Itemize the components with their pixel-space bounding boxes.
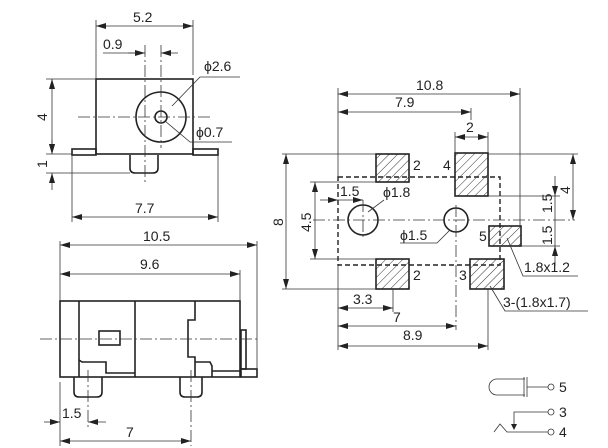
side-terminal — [240, 368, 258, 378]
dim-pin-height: 1 — [34, 160, 50, 168]
dim-pad5-size: 1.8x1.2 — [524, 259, 570, 275]
dim-pad4-height: 4 — [557, 186, 573, 194]
dim-front-overall-width: 7.7 — [135, 200, 155, 216]
dim-pin1-offset: 1.5 — [62, 405, 82, 421]
dim-front-height: 4 — [34, 113, 50, 121]
dim-overall-length: 10.5 — [143, 228, 170, 244]
dim-pad3-offset: 8.9 — [403, 327, 423, 343]
plug-icon — [488, 378, 525, 396]
dim-hole2-offset: 7 — [393, 309, 401, 325]
dim-pad4-width: 2 — [466, 119, 474, 135]
front-view: 5.2 0.9 ϕ2.6 ϕ0.7 4 1 7.7 — [34, 9, 240, 222]
dim-body-height: 4.5 — [298, 212, 314, 232]
side-view: 10.5 9.6 1.5 7 — [40, 228, 258, 446]
pad-4 — [454, 152, 489, 197]
dim-footprint-height: 8 — [270, 218, 286, 226]
dim-footprint-width: 10.8 — [416, 77, 443, 93]
dim-body-length: 9.6 — [140, 256, 160, 272]
right-flange — [192, 148, 219, 156]
body-outline — [337, 176, 501, 266]
dim-front-offset: 0.9 — [103, 36, 123, 52]
pin-label-4: 4 — [559, 424, 567, 440]
pad-2-top — [375, 153, 410, 183]
dim-hole1-offset: 1.5 — [340, 183, 360, 199]
front-body — [95, 78, 194, 155]
dim-hole2-diameter: ϕ1.5 — [400, 227, 428, 243]
pin-label-3: 3 — [559, 404, 567, 420]
dim-pad5-lower: 1.5 — [539, 225, 555, 245]
side-window — [98, 330, 121, 346]
pad-3 — [469, 258, 505, 290]
pad-label: 2 — [413, 157, 421, 173]
dim-front-width: 5.2 — [133, 9, 153, 25]
pad-label: 5 — [479, 228, 487, 244]
schematic-symbol: 5 3 4 — [488, 377, 567, 440]
dim-pad4-offset: 7.9 — [395, 94, 415, 110]
dim-hole1-diameter: ϕ1.8 — [383, 184, 411, 200]
pad-label: 2 — [413, 267, 421, 283]
dim-pads-size: 3-(1.8x1.7) — [503, 294, 571, 310]
dim-pin-diameter: ϕ0.7 — [196, 124, 224, 140]
pin-label-5: 5 — [559, 379, 567, 395]
dim-pin-spacing: 7 — [126, 424, 134, 440]
pad-5 — [488, 225, 522, 247]
left-flange — [71, 148, 97, 156]
pad-label: 4 — [443, 157, 451, 173]
dim-outer-diameter: ϕ2.6 — [204, 58, 232, 74]
pad-label: 3 — [459, 267, 467, 283]
dim-pad5-upper: 1.5 — [539, 193, 555, 213]
pcb-footprint: 2 4 2 3 5 10.8 7.9 2 8 4.5 4 — [270, 77, 588, 350]
dim-pad2-offset: 3.3 — [353, 291, 373, 307]
front-pin — [129, 155, 159, 174]
pad-2-bottom — [375, 258, 410, 290]
